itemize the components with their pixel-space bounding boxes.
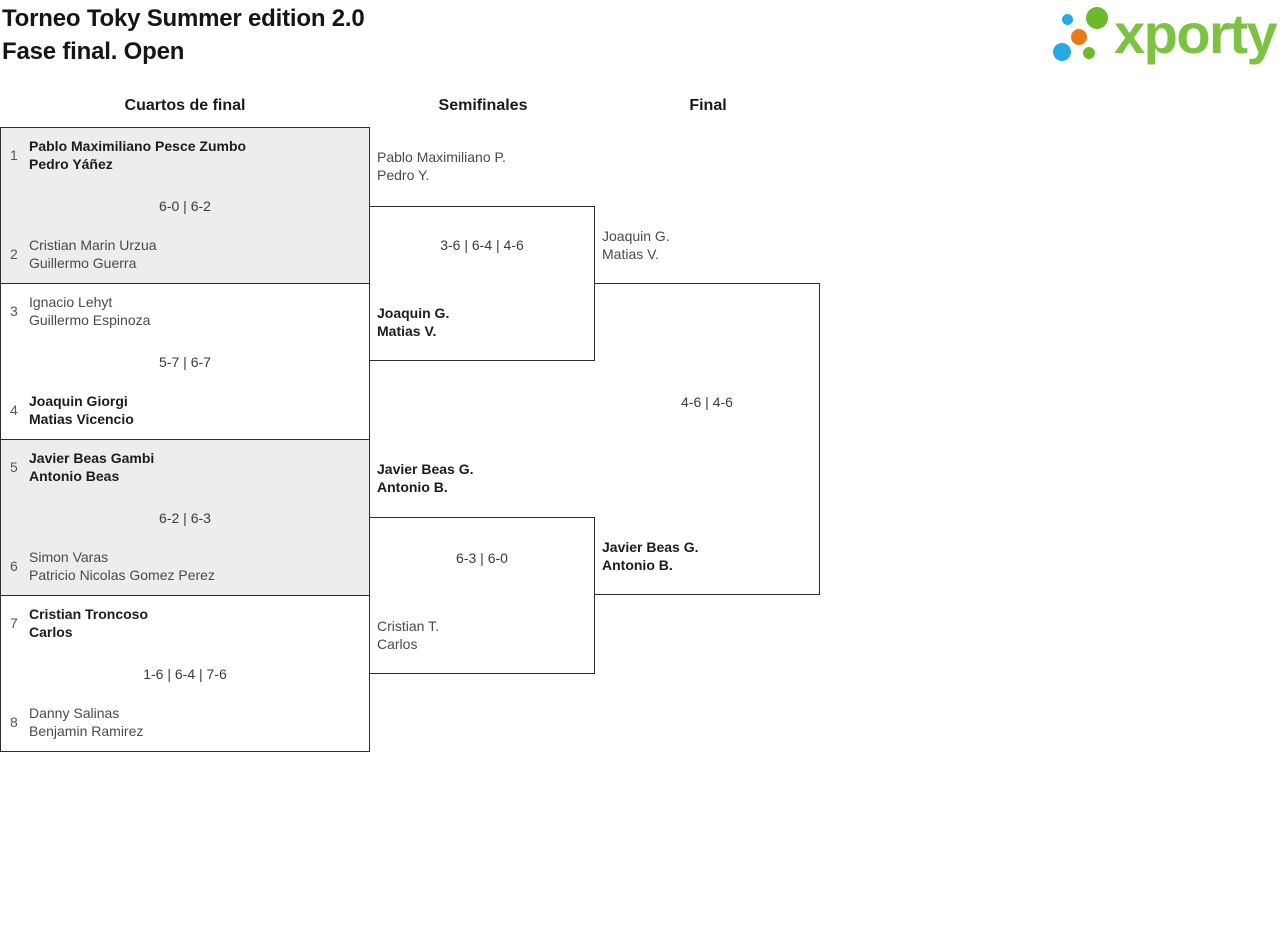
final-match[interactable]: 4-6 | 4-6 Javier Beas G. Antonio B. [595, 283, 820, 595]
seed-number: 7 [10, 615, 18, 631]
player-1: Joaquin G. [377, 305, 450, 321]
round-header-quarterfinals: Cuartos de final [124, 97, 246, 114]
team-names: Cristian Troncoso Carlos [29, 605, 148, 641]
player-2: Matias Vicencio [29, 411, 134, 427]
phase-name: Fase final. Open [2, 38, 185, 65]
team-names: Javier Beas Gambi Antonio Beas [29, 449, 154, 485]
player-1: Pablo Maximiliano Pesce Zumbo [29, 138, 247, 154]
logo-dot-blue-small-icon [1062, 14, 1073, 25]
player-2: Guillermo Espinoza [29, 312, 151, 328]
quarterfinal-match-4[interactable]: 7 Cristian Troncoso Carlos 1-6 | 6-4 | 7… [0, 595, 370, 752]
player-2: Antonio Beas [29, 468, 120, 484]
semifinal-2-team-top: Javier Beas G. Antonio B. [377, 460, 474, 496]
round-header-final: Final [689, 97, 727, 114]
player-2: Matias V. [377, 323, 437, 339]
player-1: Javier Beas G. [377, 461, 474, 477]
player-1: Cristian T. [377, 618, 439, 634]
match-team-top: 3 Ignacio Lehyt Guillermo Espinoza [10, 293, 150, 329]
team-names: Joaquin Giorgi Matias Vicencio [29, 392, 134, 428]
quarterfinal-match-2[interactable]: 3 Ignacio Lehyt Guillermo Espinoza 5-7 |… [0, 283, 370, 440]
match-score: 3-6 | 6-4 | 4-6 [440, 237, 524, 253]
match-team-bottom: 8 Danny Salinas Benjamin Ramirez [10, 704, 143, 740]
seed-number: 2 [10, 246, 18, 262]
player-2: Matias V. [602, 246, 660, 262]
player-2: Carlos [377, 636, 418, 652]
player-1: Danny Salinas [29, 705, 120, 721]
player-1: Javier Beas G. [602, 539, 699, 555]
match-score: 6-3 | 6-0 [456, 550, 508, 566]
match-team-bottom: 4 Joaquin Giorgi Matias Vicencio [10, 392, 134, 428]
match-team-top: 7 Cristian Troncoso Carlos [10, 605, 148, 641]
xporty-logo[interactable]: xporty [1050, 2, 1278, 76]
page-title: Torneo Toky Summer edition 2.0 Fase fina… [2, 2, 365, 68]
team-names: Cristian Marin Urzua Guillermo Guerra [29, 236, 157, 272]
match-score: 1-6 | 6-4 | 7-6 [143, 666, 227, 682]
seed-number: 8 [10, 714, 18, 730]
player-1: Pablo Maximiliano P. [377, 149, 506, 165]
logo-dot-orange-icon [1071, 29, 1087, 45]
round-header-semifinals: Semifinales [438, 97, 528, 114]
semifinal-2-team-bottom: Cristian T. Carlos [377, 617, 439, 653]
semifinal-1-team-top: Pablo Maximiliano P. Pedro Y. [377, 148, 506, 184]
match-score: 6-2 | 6-3 [159, 510, 211, 526]
semifinal-match-1[interactable]: 3-6 | 6-4 | 4-6 Joaquin G. Matias V. [370, 206, 595, 361]
team-names: Simon Varas Patricio Nicolas Gomez Perez [29, 548, 215, 584]
final-team-bottom: Javier Beas G. Antonio B. [602, 538, 699, 574]
player-2: Guillermo Guerra [29, 255, 137, 271]
team-names: Ignacio Lehyt Guillermo Espinoza [29, 293, 150, 329]
logo-dot-green-small-icon [1083, 47, 1095, 59]
seed-number: 1 [10, 147, 18, 163]
match-score: 5-7 | 6-7 [159, 354, 211, 370]
logo-wordmark: xporty [1114, 2, 1278, 65]
player-2: Patricio Nicolas Gomez Perez [29, 567, 215, 583]
match-score: 6-0 | 6-2 [159, 198, 211, 214]
player-2: Antonio B. [377, 479, 448, 495]
final-team-top: Joaquin G. Matias V. [602, 227, 670, 263]
player-1: Simon Varas [29, 549, 109, 565]
player-1: Joaquin Giorgi [29, 393, 128, 409]
player-1: Ignacio Lehyt [29, 294, 113, 310]
team-names: Pablo Maximiliano Pesce Zumbo Pedro Yáñe… [29, 137, 246, 173]
player-1: Joaquin G. [602, 228, 670, 244]
quarterfinal-match-1[interactable]: 1 Pablo Maximiliano Pesce Zumbo Pedro Yá… [0, 127, 370, 284]
semifinal-1-team-bottom: Joaquin G. Matias V. [377, 304, 449, 340]
player-1: Cristian Marin Urzua [29, 237, 157, 253]
logo-dot-blue-icon [1053, 43, 1071, 61]
seed-number: 5 [10, 459, 18, 475]
logo-dot-green-large-icon [1086, 7, 1108, 29]
seed-number: 3 [10, 303, 18, 319]
player-2: Antonio B. [602, 557, 673, 573]
match-team-top: 1 Pablo Maximiliano Pesce Zumbo Pedro Yá… [10, 137, 246, 173]
match-team-bottom: 6 Simon Varas Patricio Nicolas Gomez Per… [10, 548, 215, 584]
semifinal-match-2[interactable]: 6-3 | 6-0 Cristian T. Carlos [370, 517, 595, 674]
tournament-name: Torneo Toky Summer edition 2.0 [2, 5, 365, 32]
seed-number: 6 [10, 558, 18, 574]
player-2: Benjamin Ramirez [29, 723, 144, 739]
seed-number: 4 [10, 402, 18, 418]
team-names: Danny Salinas Benjamin Ramirez [29, 704, 143, 740]
match-team-bottom: 2 Cristian Marin Urzua Guillermo Guerra [10, 236, 157, 272]
match-team-top: 5 Javier Beas Gambi Antonio Beas [10, 449, 154, 485]
player-1: Javier Beas Gambi [29, 450, 155, 466]
player-2: Pedro Y. [377, 167, 430, 183]
player-2: Pedro Yáñez [29, 156, 113, 172]
player-2: Carlos [29, 624, 73, 640]
quarterfinal-match-3[interactable]: 5 Javier Beas Gambi Antonio Beas 6-2 | 6… [0, 439, 370, 596]
match-score: 4-6 | 4-6 [681, 394, 733, 410]
player-1: Cristian Troncoso [29, 606, 149, 622]
